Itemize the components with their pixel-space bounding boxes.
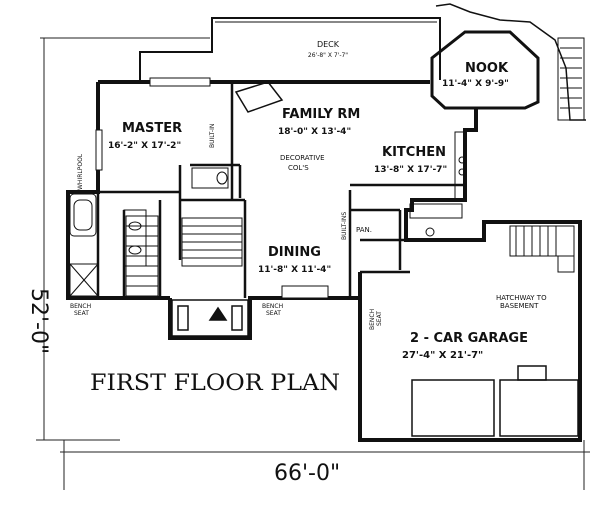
garage-name: 2 - CAR GARAGE — [410, 331, 528, 346]
whirlpool-label: WHIRLPOOL — [77, 153, 84, 190]
garage-doors — [411, 365, 579, 437]
fireplace — [234, 81, 284, 113]
bench-seat-2-line-2: SEAT — [266, 310, 281, 317]
bench-seat-1-line-1: BENCH — [70, 303, 91, 310]
bench-seat-1-line-2: SEAT — [74, 310, 89, 317]
decorative-cols-label-2: COL'S — [288, 164, 309, 172]
nook-name: NOOK — [465, 61, 509, 76]
kitchen-name: KITCHEN — [382, 145, 446, 160]
plan-title: FIRST FLOOR PLAN — [90, 371, 340, 396]
deck: DECK 26'-8" X 7'-7" — [139, 17, 441, 82]
stairs — [125, 215, 243, 297]
family-room-name: FAMILY RM — [282, 107, 360, 122]
master-name: MASTER — [122, 121, 182, 136]
kitchen-dimension: 13'-8" X 17'-7" — [374, 165, 447, 175]
pantry-label: PAN. — [356, 226, 372, 234]
bath-fixtures — [69, 167, 229, 297]
master-dimension: 16'-2" X 17'-2" — [108, 141, 181, 151]
nook-bay — [430, 3, 586, 121]
garage-dimension: 27'-4" X 21'-7" — [402, 350, 483, 361]
dining-dimension: 11'-8" X 11'-4" — [258, 265, 331, 275]
bench-seat-3-line-1: BENCH — [369, 309, 376, 330]
hatchway-label-1: HATCHWAY TO — [496, 294, 547, 302]
deck-dimension: 26'-8" X 7'-7" — [308, 52, 348, 59]
basement-hatch — [509, 225, 575, 273]
built-in-label: BUILT-IN — [209, 124, 216, 148]
overall-width: 66'-0" — [274, 461, 340, 486]
deck-label: DECK — [317, 40, 340, 49]
dining-name: DINING — [268, 245, 321, 260]
overall-depth: 52'-0" — [26, 288, 51, 354]
decorative-cols-label-1: DECORATIVE — [280, 154, 325, 162]
windows — [95, 77, 329, 299]
kitchen-counters — [409, 131, 466, 237]
built-ins-label: BUILT-INS — [341, 212, 348, 240]
overall-dimension-frame — [36, 37, 590, 490]
family-room-dimension: 18'-0" X 13'-4" — [278, 127, 351, 137]
entry-porch — [171, 299, 249, 337]
nook-dimension: 11'-4" X 9'-9" — [442, 79, 509, 89]
hatchway-label-2: BASEMENT — [500, 302, 539, 310]
bench-seat-2-line-1: BENCH — [262, 303, 283, 310]
bench-seat-3-line-2: SEAT — [376, 311, 383, 326]
